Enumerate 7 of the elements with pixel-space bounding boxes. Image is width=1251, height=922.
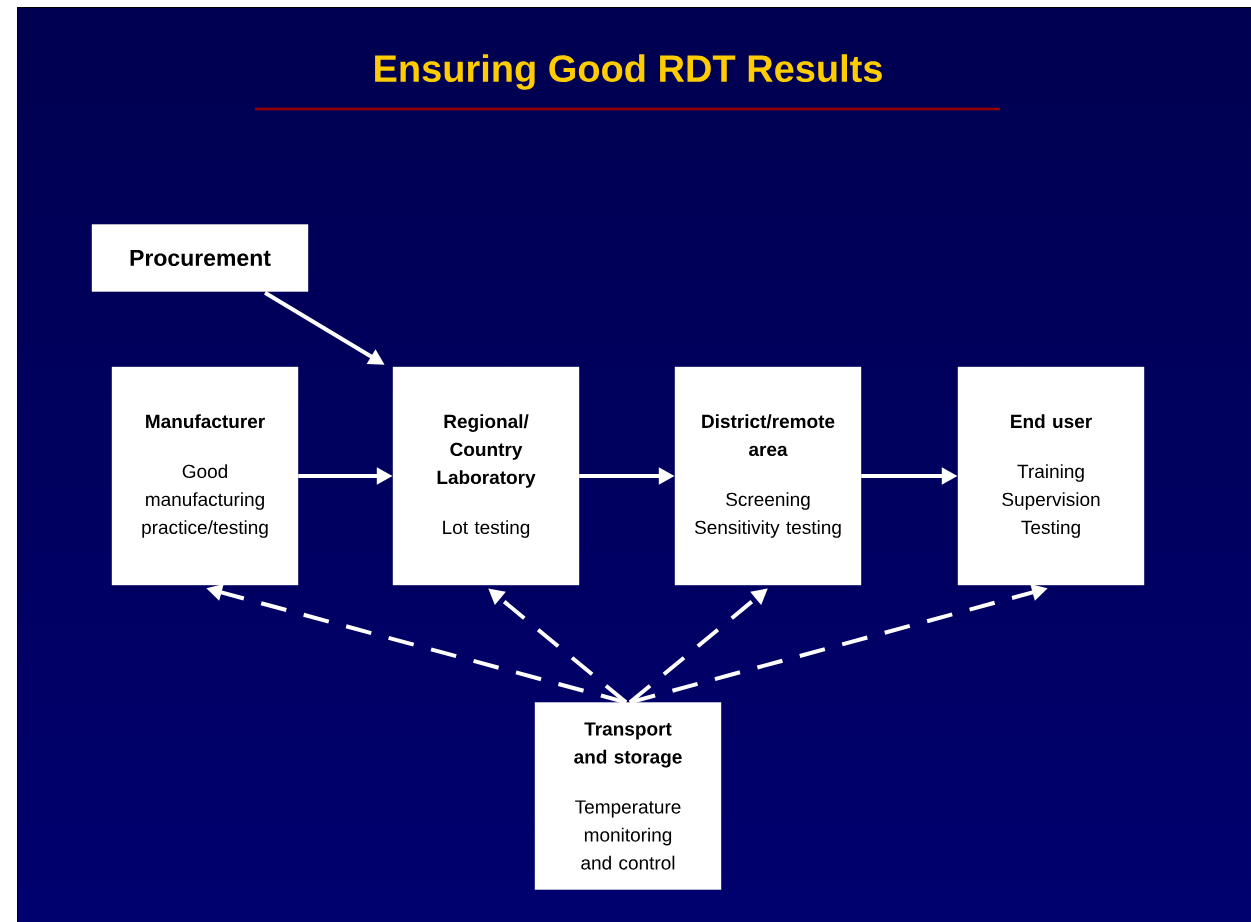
label-box: Procurement (91, 224, 309, 292)
process-box: Transport and storage Temperature monitoring and control (534, 702, 722, 890)
process-box: District/remote area Screening Sensitivity testing (674, 366, 862, 586)
process-box: Regional/ Country Laboratory Lot testing (392, 366, 580, 586)
process-box: End user Training Supervision Testing (957, 366, 1145, 586)
process-box: Manufacturer Good manufacturing practice/testing (111, 366, 299, 586)
title: Ensuring Good RDT Results (375, 54, 882, 90)
